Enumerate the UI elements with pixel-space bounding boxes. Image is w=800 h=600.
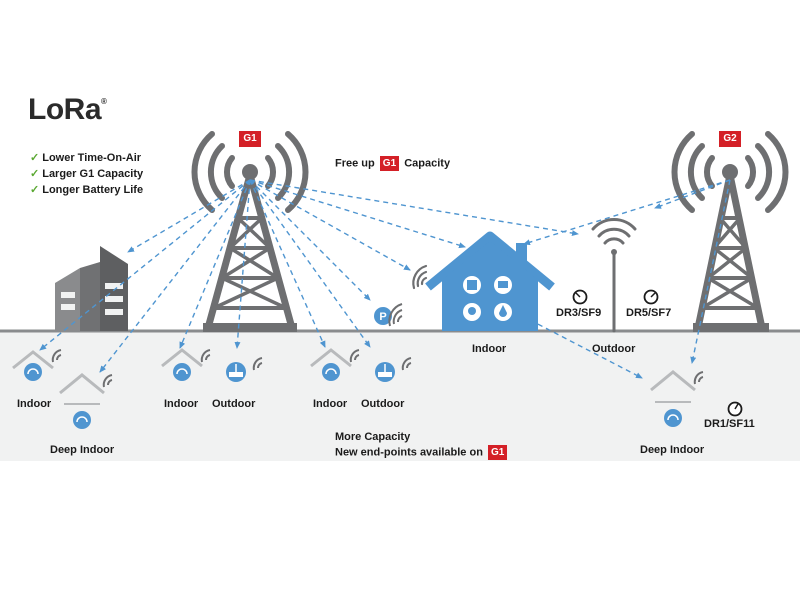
data-rate-dr1: DR1/SF11	[704, 418, 755, 430]
label-indoor-mid: Indoor	[164, 398, 199, 410]
label-deep-indoor-right: Deep Indoor	[640, 444, 705, 456]
label-indoor-left: Indoor	[17, 398, 52, 410]
new-endpoints-label: New end-points available on G1	[335, 445, 509, 460]
office-buildings-icon	[55, 246, 128, 331]
free-up-capacity-label: Free up G1 Capacity	[335, 156, 451, 171]
indoor-meter-house-left	[12, 349, 62, 381]
check-icon: ✓	[30, 168, 40, 180]
benefit-item: ✓Larger G1 Capacity	[30, 168, 144, 180]
smart-home-icon	[425, 231, 555, 331]
gauge-icon-dr1	[727, 401, 743, 417]
ground-band	[0, 331, 800, 461]
benefit-item: ✓Lower Time-On-Air	[30, 152, 142, 164]
label-house-indoor: Indoor	[472, 343, 507, 355]
gateway-tower-g2	[671, 131, 789, 332]
label-outdoor-mid: Outdoor	[212, 398, 256, 410]
outdoor-router-center	[375, 357, 412, 382]
label-deep-indoor-left: Deep Indoor	[50, 444, 115, 456]
outdoor-router-mid	[226, 357, 263, 382]
lora-logo: LoRa®	[28, 93, 107, 127]
gateway-badge-g2: G2	[719, 131, 741, 147]
label-outdoor-center: Outdoor	[361, 398, 405, 410]
label-indoor-center: Indoor	[313, 398, 348, 410]
gauge-icon-dr5	[643, 289, 659, 305]
lora-logo-text: LoRa	[28, 93, 102, 126]
check-icon: ✓	[30, 152, 40, 164]
registered-mark: ®	[101, 97, 107, 106]
gateway-badge-g1: G1	[239, 131, 261, 147]
label-outdoor-right: Outdoor	[592, 343, 636, 355]
data-rate-dr5: DR5/SF7	[626, 307, 672, 319]
indoor-meter-house-mid	[161, 348, 211, 381]
gauge-icon-dr3	[572, 289, 588, 305]
gateway-tower-g1	[191, 131, 309, 332]
svg-text:P: P	[379, 311, 386, 323]
g1-inline-badge: G1	[487, 445, 508, 460]
more-capacity-label: More Capacity	[335, 431, 411, 443]
benefits-list: ✓Lower Time-On-Air ✓Larger G1 Capacity ✓…	[30, 150, 143, 198]
links-from-g1	[39, 179, 579, 373]
deep-indoor-meter-house-left	[59, 373, 113, 429]
indoor-meter-house-center	[310, 348, 360, 381]
deep-indoor-meter-house-right	[650, 370, 704, 427]
parking-sensor-icon: P	[374, 303, 403, 327]
check-icon: ✓	[30, 184, 40, 196]
benefit-item: ✓Longer Battery Life	[30, 184, 144, 196]
link-house-to-deep-indoor	[529, 319, 643, 379]
signal-waves-icon	[412, 264, 428, 290]
g1-inline-badge: G1	[379, 156, 400, 171]
outdoor-antenna-icon	[591, 218, 637, 333]
data-rate-dr3: DR3/SF9	[556, 307, 602, 319]
links-from-g2	[523, 179, 731, 364]
